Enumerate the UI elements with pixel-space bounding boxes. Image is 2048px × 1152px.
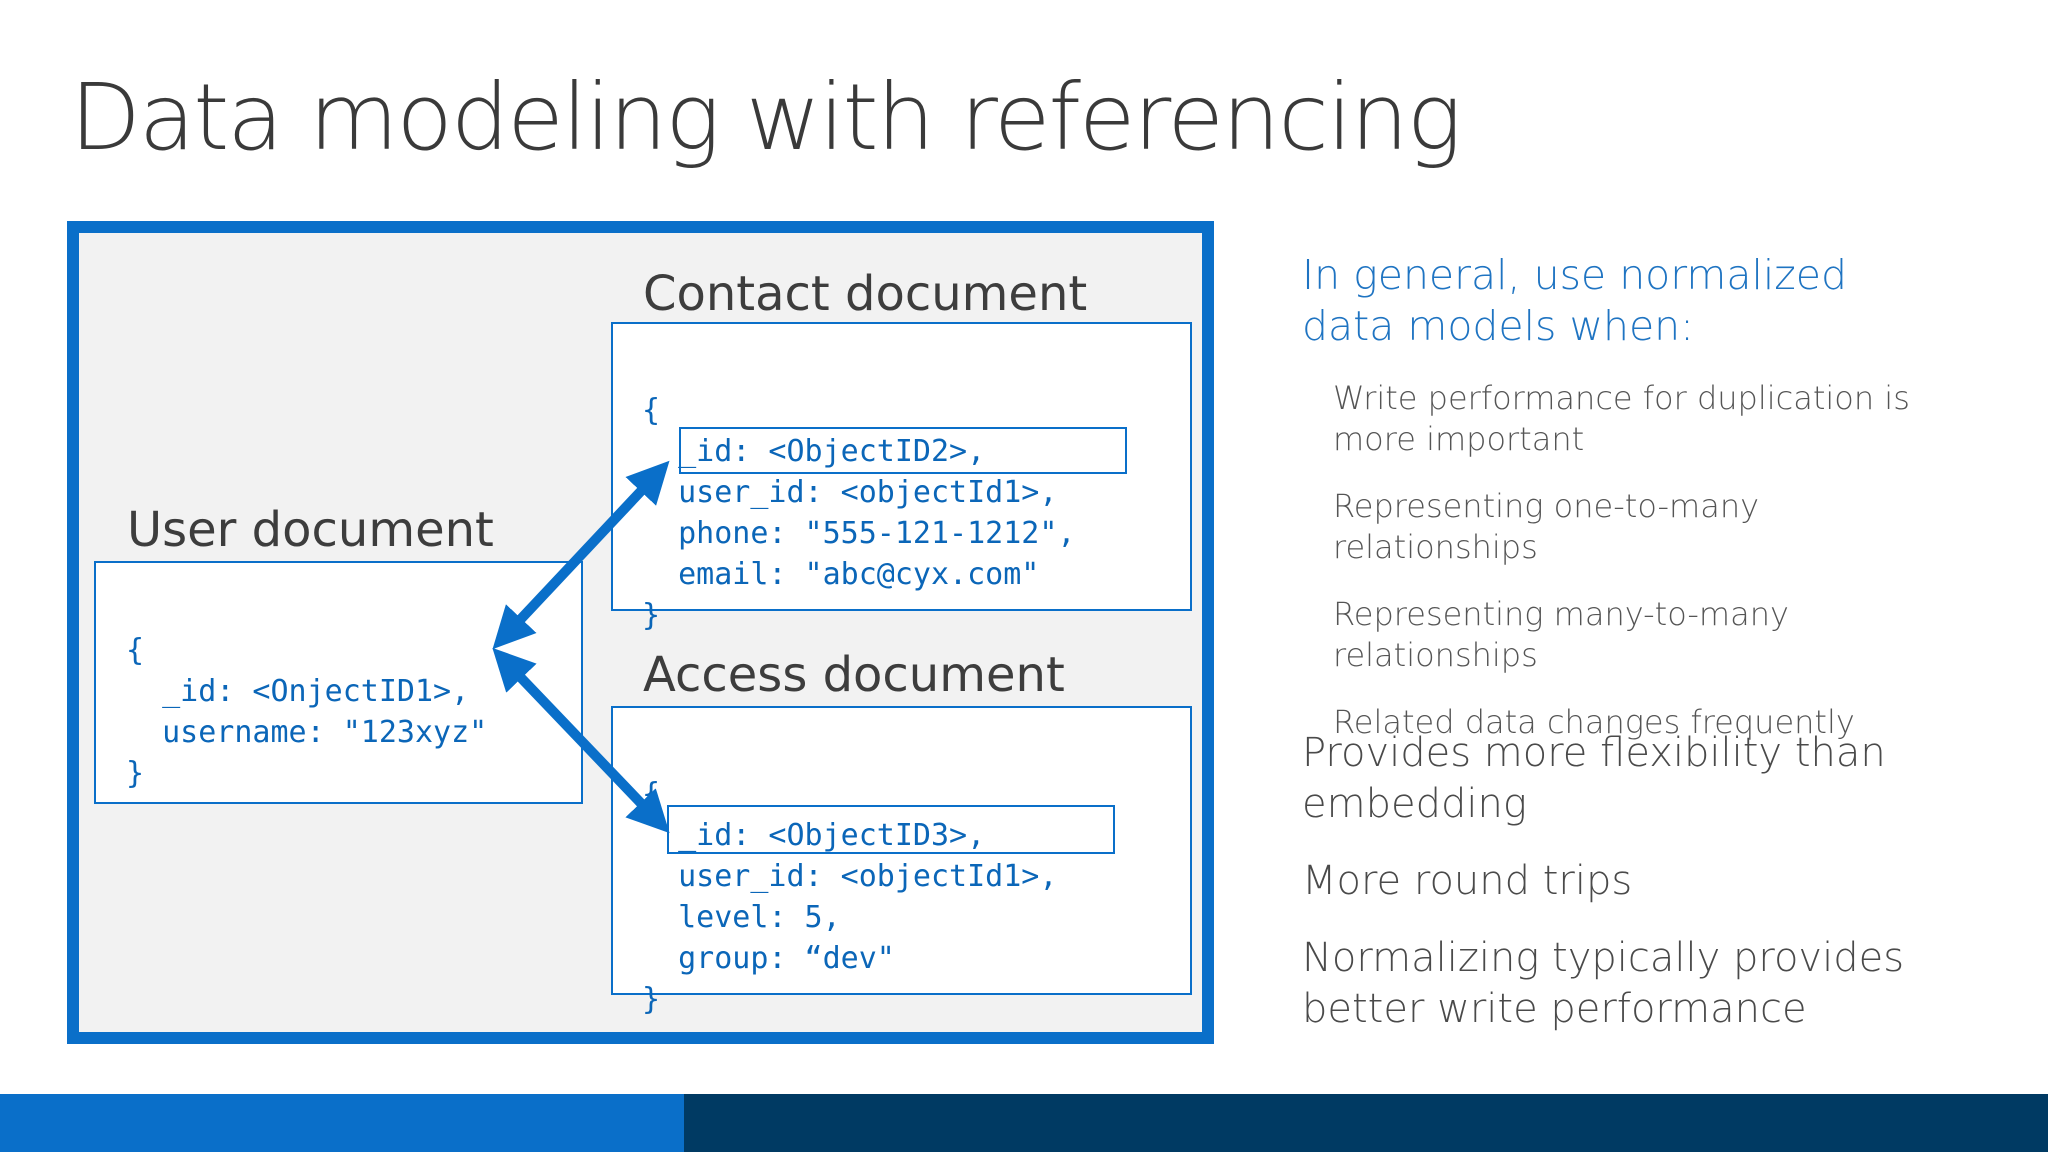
- access-doc-heading: Access document: [643, 647, 1065, 703]
- list-item: Related data changes frequently: [1333, 703, 1855, 741]
- main-list: Provides more flexibility than embedding…: [1302, 728, 1922, 1061]
- code-line: user_id: <objectId1>,: [642, 859, 1058, 894]
- side-heading: In general, use normalized data models w…: [1302, 251, 1848, 350]
- list-item: Normalizing typically provides better wr…: [1302, 935, 1905, 1032]
- code-line: }: [126, 756, 145, 791]
- access-doc-box: [611, 706, 1192, 995]
- arrow-user-contact: [492, 460, 670, 650]
- footer-bar-right: [684, 1094, 2048, 1152]
- code-line: {: [642, 393, 661, 428]
- code-line: _id: <ObjectID2>,: [642, 434, 986, 469]
- user-doc-heading: User document: [127, 502, 494, 558]
- code-line: }: [642, 982, 661, 1017]
- contact-user-id-highlight: [679, 427, 1127, 474]
- contact-doc-heading: Contact document: [643, 266, 1088, 322]
- slide-title: Data modeling with referencing: [70, 64, 1462, 171]
- arrow-user-access: [492, 647, 670, 834]
- code-line: {: [126, 633, 145, 668]
- code-line: user_id: <objectId1>,: [642, 475, 1058, 510]
- code-line: _id: <OnjectID1>,: [126, 674, 470, 709]
- code-line: email: "abc@cyx.com": [642, 557, 1040, 592]
- sub-list: Write performance for duplication is mor…: [1333, 378, 1973, 769]
- user-doc-code: { _id: <OnjectID1>, username: "123xyz"}: [126, 589, 487, 835]
- contact-doc-code: { _id: <ObjectID2>, user_id: <objectId1>…: [642, 349, 1075, 677]
- list-item: More round trips: [1302, 858, 1633, 904]
- list-item: Representing one-to-many relationships: [1333, 487, 1760, 566]
- contact-doc-box: [611, 322, 1192, 611]
- footer-bar-left: [0, 1094, 684, 1152]
- list-item: Provides more flexibility than embedding: [1302, 730, 1886, 827]
- code-line: _id: <ObjectID3>,: [642, 818, 986, 853]
- code-line: username: "123xyz": [126, 715, 488, 750]
- code-line: group: “dev": [642, 941, 895, 976]
- list-item: Write performance for duplication is mor…: [1333, 379, 1910, 458]
- code-line: phone: "555-121-1212",: [642, 516, 1076, 551]
- access-doc-code: { _id: <ObjectID3>, user_id: <objectId1>…: [642, 733, 1057, 1061]
- list-item: Representing many-to-many relationships: [1333, 595, 1789, 674]
- code-line: level: 5,: [642, 900, 841, 935]
